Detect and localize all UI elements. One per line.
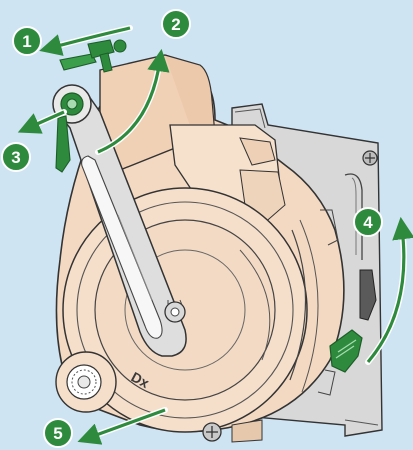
step-number-2: 2 (171, 15, 180, 34)
number-badge-icon (12, 26, 42, 56)
step-number-5: 5 (53, 424, 62, 443)
step-badge-3: 3 (1, 142, 31, 172)
green-latch-right (329, 329, 363, 373)
step-badge-5: 5 (43, 418, 73, 448)
number-badge-icon (161, 9, 191, 39)
green-release-lever-top (59, 39, 127, 73)
step-badge-4: 4 (353, 207, 383, 237)
number-badge-icon (43, 418, 73, 448)
arrow-step-3 (17, 109, 67, 134)
number-badge-icon (353, 207, 383, 237)
arrow-step-5 (77, 407, 168, 445)
step-badge-1: 1 (12, 26, 42, 56)
step-number-1: 1 (22, 32, 31, 51)
number-badge-icon (1, 142, 31, 172)
green-release-lever-side (55, 115, 71, 173)
molded-marking: Dx (129, 369, 153, 392)
step-number-3: 3 (11, 148, 20, 167)
arrow-step-1 (39, 25, 133, 56)
step-badge-2: 2 (161, 9, 191, 39)
arrow-step-4 (365, 216, 413, 365)
arrow-step-2 (95, 48, 170, 155)
step-number-4: 4 (363, 213, 373, 232)
